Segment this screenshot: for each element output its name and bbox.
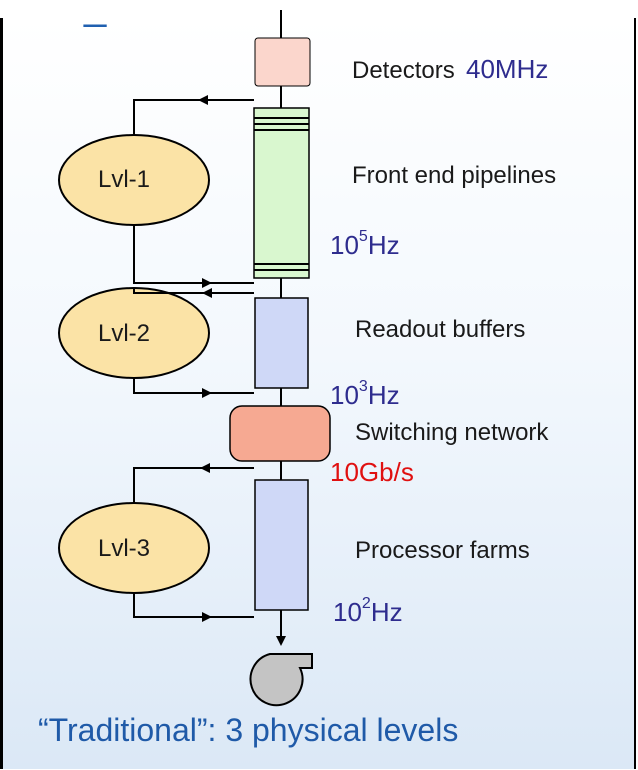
arrow-icon xyxy=(202,612,212,622)
lvl3-label: Lvl-3 xyxy=(98,535,151,562)
detectors-box xyxy=(254,37,311,87)
processor-label: Processor farms xyxy=(355,537,530,564)
lvl2-output-rate: 103Hz xyxy=(330,378,400,410)
arrow-icon xyxy=(202,388,212,398)
lvl2-label: Lvl-2 xyxy=(98,320,151,347)
lvl1-label: Lvl-1 xyxy=(98,166,151,193)
switching-label: Switching network xyxy=(355,419,549,446)
clipped-title-fragment: _ xyxy=(84,0,107,28)
readout-buffer-box xyxy=(254,297,309,389)
footer-caption: “Traditional”: 3 physical levels xyxy=(38,712,459,748)
disk-storage-icon xyxy=(249,653,313,707)
lvl3-output-rate: 102Hz xyxy=(333,595,403,627)
arrow-icon xyxy=(276,636,286,646)
readout-label: Readout buffers xyxy=(355,316,526,343)
lvl1-output-rate: 105Hz xyxy=(330,228,400,260)
detectors-label: Detectors xyxy=(352,57,455,84)
arrow-icon xyxy=(202,278,212,288)
detectors-rate: 40MHz xyxy=(466,54,549,84)
arrow-icon xyxy=(198,95,208,105)
arrow-icon xyxy=(202,288,212,298)
front-end-pipeline-box xyxy=(253,107,310,279)
front-end-label: Front end pipelines xyxy=(352,162,557,189)
bandwidth-rate: 10Gb/s xyxy=(330,457,414,487)
arrow-icon xyxy=(200,463,210,473)
processor-farm-box xyxy=(254,479,309,611)
switching-network-box xyxy=(229,405,331,462)
